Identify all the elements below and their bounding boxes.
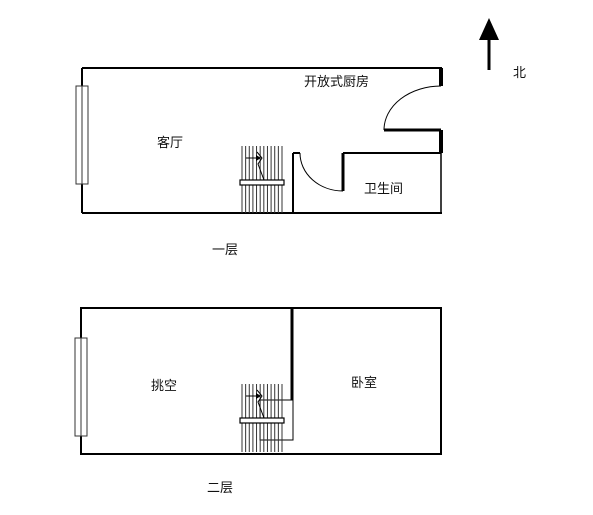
stair-break-line [256,151,265,181]
room-label-kitchen: 开放式厨房 [304,75,370,90]
window-floor-1 [75,85,89,185]
stair-break-line [256,389,265,419]
window-floor-2 [74,337,88,437]
kitchen-door [383,85,442,132]
stair-arrowhead [256,155,261,161]
floor-1-plan [75,67,443,214]
room-label-living: 客厅 [157,136,184,151]
north-label: 北 [513,66,527,81]
floor-2-plan [74,307,442,455]
staircase-floor-1 [239,146,285,213]
floor-1-caption: 一层 [212,243,239,258]
room-label-bedroom: 卧室 [351,376,378,391]
bathroom-walls [292,152,441,213]
staircase-floor-2 [239,384,285,452]
room-label-loft: 挑空 [151,379,178,394]
stair-landing [239,417,285,424]
stair-arrowhead [256,393,261,399]
north-arrow-icon [479,18,499,70]
bathroom-door-swing [299,152,344,192]
room-label-bathroom: 卫生间 [364,182,404,197]
floor-2-walls [80,307,442,455]
floor-2-caption: 二层 [207,481,234,496]
stair-landing [239,179,285,186]
